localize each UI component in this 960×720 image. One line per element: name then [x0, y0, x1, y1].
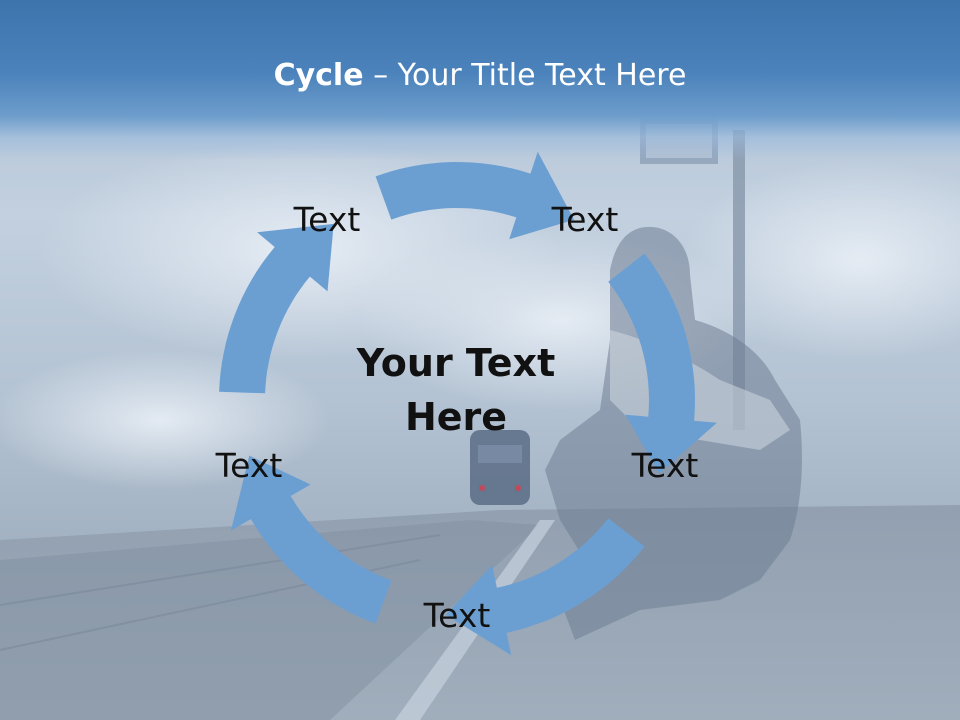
title-rest-part: – Your Title Text Here: [363, 58, 687, 93]
center-text: Your Text Here: [356, 341, 556, 439]
cycle-node-label-left: Text: [215, 446, 283, 485]
cycle-node-label-bottom: Text: [423, 596, 491, 635]
cycle-arrow-bottom-right: [445, 518, 645, 656]
cycle-arrow-top: [375, 151, 575, 240]
cycle-arrow-left: [219, 223, 334, 394]
cycle-arrow-bottom-left: [231, 455, 392, 624]
title-bold-part: Cycle: [273, 58, 364, 93]
cycle-node-label-top-right: Text: [551, 200, 619, 239]
cycle-node-label-top-left: Text: [293, 200, 361, 239]
cycle-node-label-right: Text: [631, 446, 699, 485]
title-bar: [0, 0, 960, 160]
cycle-arrow-right: [608, 253, 717, 474]
slide-title: Cycle – Your Title Text Here: [0, 52, 960, 100]
